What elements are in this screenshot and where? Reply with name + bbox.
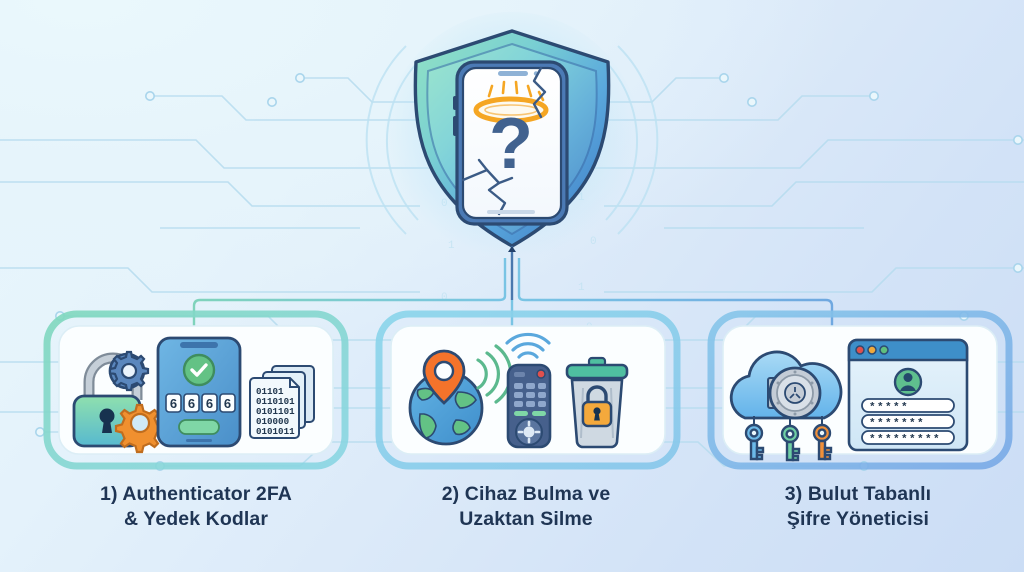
svg-text:0: 0 [441,292,448,304]
cloud-vault-icon [729,350,843,462]
otp-digit: 6 [188,396,195,411]
card-3-label: 3) Bulut Tabanlı Şifre Yöneticisi [784,483,932,530]
key-set-icon [744,416,833,462]
otp-digit: 6 [170,396,177,411]
password-manager-window-icon: ***** ******* ********* [847,338,969,452]
password-mask: ***** [869,402,909,414]
otp-code-digits: 6 6 6 6 [165,393,236,413]
password-mask: ********* [869,434,941,446]
vault-dial [767,366,822,420]
binary-line: 010000 [256,416,289,427]
svg-text:1: 1 [578,282,585,294]
otp-digit: 6 [224,396,231,411]
trash-bin-lock-icon [565,356,629,449]
binary-line: 0110101 [256,396,295,407]
question-mark-glyph: ? [489,104,533,184]
card-1-label: 1) Authenticator 2FA & Yedek Kodlar [100,483,292,530]
binary-line: 01101 [256,386,284,397]
card-2-label: 2) Cihaz Bulma ve Uzaktan Silme [441,483,611,530]
binary-line: 0101101 [256,406,295,417]
globe-location-pin-icon [408,344,513,446]
otp-digit: 6 [206,396,213,411]
remote-control-icon [505,332,552,449]
phone-otp-icon: 6 6 6 6 [156,336,242,448]
binary-line: 0101011 [256,426,295,437]
backup-codes-document-icon: 01101 0110101 0101101 010000 0101011 [249,365,315,439]
padlock-with-gears-icon [72,350,165,454]
password-fields: ***** ******* ********* [861,398,955,446]
password-mask: ******* [869,418,925,430]
svg-text:0: 0 [590,236,597,248]
